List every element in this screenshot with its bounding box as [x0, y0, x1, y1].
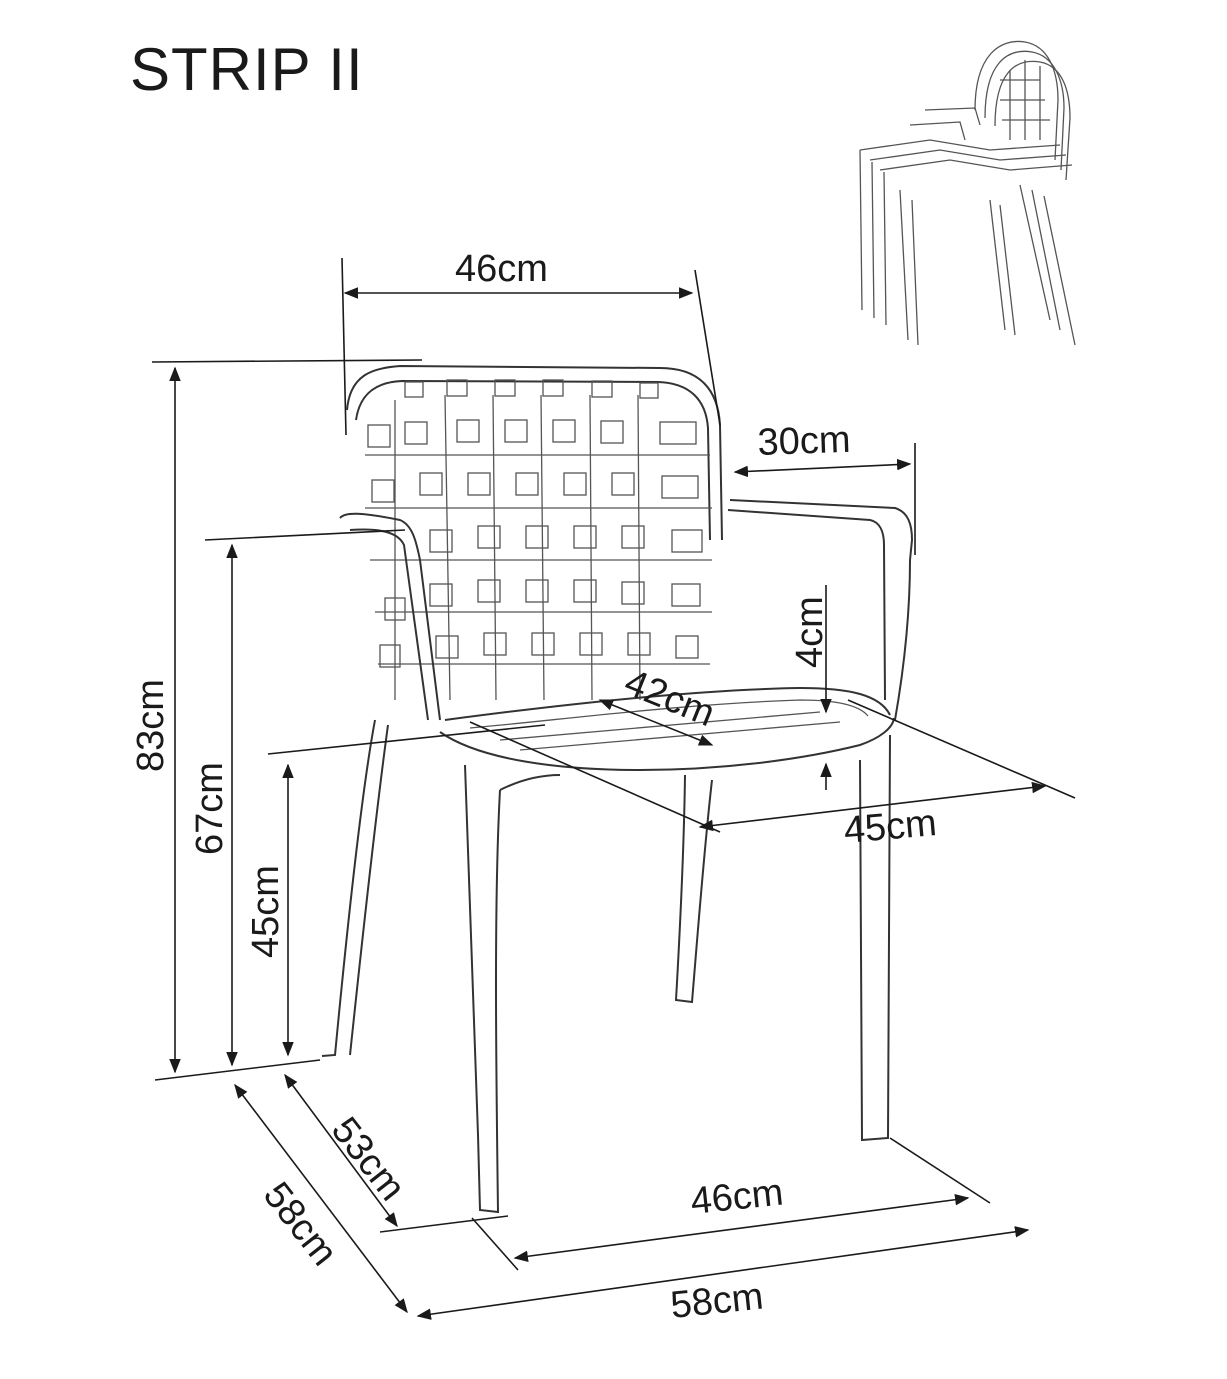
dimension-lines [151, 257, 1076, 1320]
label-total-depth: 58cm [255, 1175, 345, 1274]
label-total-width: 58cm [669, 1275, 766, 1326]
label-total-height: 83cm [130, 679, 172, 772]
label-armrest-height: 67cm [189, 762, 231, 855]
label-armrest-depth: 30cm [757, 419, 851, 464]
label-seat-depth: 42cm [619, 661, 721, 735]
label-seat-height: 45cm [245, 865, 287, 958]
label-armrest-height-above-seat: 4cm [789, 596, 831, 668]
label-inner-depth: 53cm [323, 1110, 413, 1209]
stacked-chairs-icon [859, 40, 1076, 346]
chair-drawing-icon [321, 364, 914, 1214]
label-leg-width: 46cm [689, 1171, 786, 1222]
label-back-width: 46cm [455, 248, 548, 290]
label-seat-width: 45cm [842, 802, 938, 852]
page-title: STRIP II [130, 36, 364, 103]
